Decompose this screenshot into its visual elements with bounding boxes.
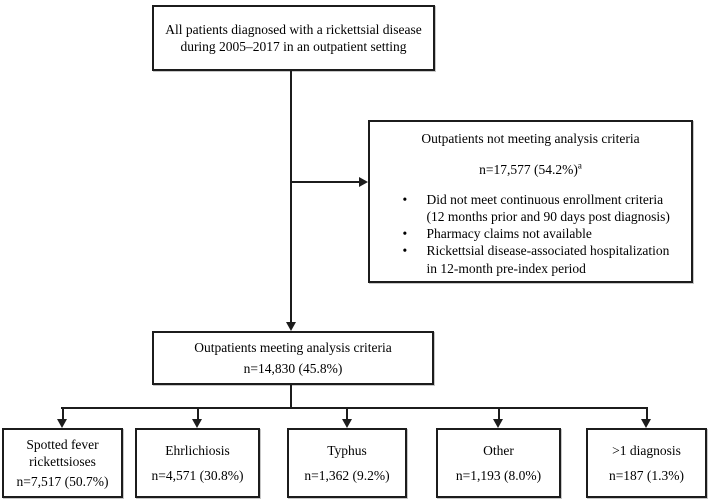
outcome-box-other: Other n=1,193 (8.0%) <box>436 428 561 498</box>
connector-horizontal-distributor <box>61 407 647 409</box>
footnote-marker: a <box>577 160 582 171</box>
outcome-box-multiple-diagnosis: >1 diagnosis n=187 (1.3%) <box>586 428 707 498</box>
list-item: • Pharmacy claims not available <box>399 225 677 242</box>
arrow-down-icon <box>285 322 296 331</box>
list-item: • Rickettsial disease-associated hospita… <box>399 242 677 277</box>
outcome-n-value: n=1,362 (9.2%) <box>304 467 390 483</box>
list-item: • Did not meet continuous enrollment cri… <box>399 191 677 226</box>
exclusion-box: Outpatients not meeting analysis criteri… <box>368 120 693 283</box>
exclusion-bullet-list: • Did not meet continuous enrollment cri… <box>385 191 677 277</box>
outcome-box-typhus: Typhus n=1,362 (9.2%) <box>287 428 407 498</box>
bullet-text: Did not meet continuous enrollment crite… <box>426 191 670 224</box>
connector-drop <box>645 407 648 419</box>
inclusion-box: Outpatients meeting analysis criteria n=… <box>152 331 434 385</box>
arrow-down-icon <box>341 419 352 428</box>
outcome-n-value: n=4,571 (30.8%) <box>151 467 244 483</box>
arrow-right-icon <box>359 176 368 187</box>
outcome-n-value: n=187 (1.3%) <box>608 467 685 483</box>
outcome-label: Spotted fever rickettsioses <box>26 437 99 470</box>
outcome-box-spotted-fever: Spotted fever rickettsioses n=7,517 (50.… <box>2 428 123 498</box>
arrow-down-icon <box>493 419 503 428</box>
exclusion-n-value: n=17,577 (54.2%)a <box>479 161 582 178</box>
connector-drop <box>497 407 500 419</box>
inclusion-n-value: n=14,830 (45.8%) <box>243 360 343 376</box>
connector-drop <box>346 407 348 419</box>
top-population-text: All patients diagnosed with a rickettsia… <box>165 21 422 54</box>
connector-drop <box>61 407 64 419</box>
outcome-label: Typhus <box>327 442 367 458</box>
arrow-down-icon <box>192 419 202 428</box>
connector-vertical-stub <box>290 385 292 409</box>
outcome-n-value: n=7,517 (50.7%) <box>16 473 109 489</box>
bullet-icon: • <box>402 243 408 259</box>
connector-vertical-main <box>290 71 292 322</box>
bullet-icon: • <box>402 226 408 242</box>
outcome-label: Ehrlichiosis <box>165 442 230 458</box>
exclusion-title: Outpatients not meeting analysis criteri… <box>421 131 640 146</box>
arrow-down-icon <box>57 419 67 428</box>
top-population-box: All patients diagnosed with a rickettsia… <box>152 5 435 71</box>
bullet-text: Rickettsial disease-associated hospitali… <box>426 243 670 276</box>
outcome-label: Other <box>483 442 514 458</box>
bullet-text: Pharmacy claims not available <box>426 226 592 242</box>
arrow-down-icon <box>641 419 651 428</box>
connector-branch-exclusion <box>292 181 359 183</box>
outcome-box-ehrlichiosis: Ehrlichiosis n=4,571 (30.8%) <box>135 428 260 498</box>
outcome-label: >1 diagnosis <box>612 442 681 458</box>
connector-drop <box>196 407 199 419</box>
outcome-n-value: n=1,193 (8.0%) <box>455 467 542 483</box>
inclusion-title: Outpatients meeting analysis criteria <box>194 340 392 356</box>
bullet-icon: • <box>402 191 408 207</box>
exclusion-n-text: n=17,577 (54.2%) <box>479 162 578 178</box>
